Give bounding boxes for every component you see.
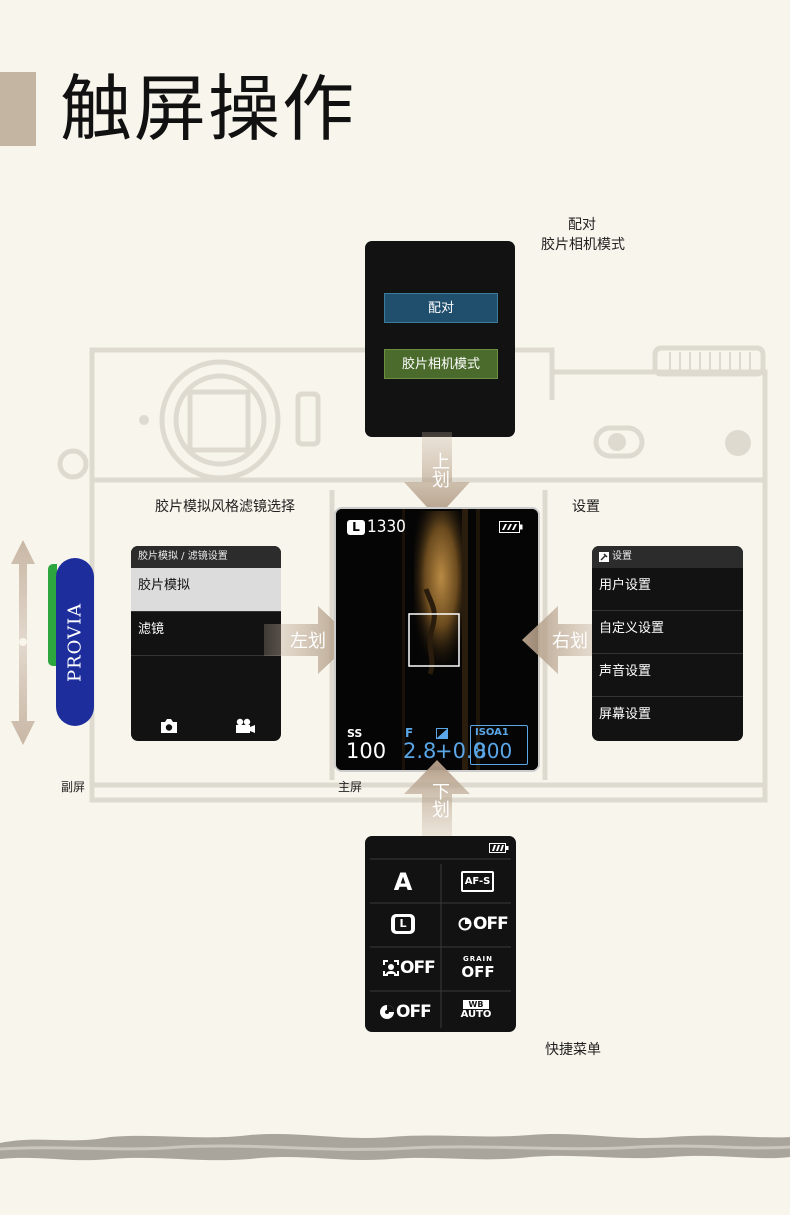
- film-sim-accent: [48, 564, 57, 666]
- label-pair: 配对: [568, 217, 596, 233]
- shutter-speed-value: 100: [346, 739, 387, 763]
- quick-quality-l[interactable]: L: [391, 914, 415, 934]
- swipe-down-label: 下划: [429, 782, 450, 818]
- vertical-swipe-arrow: [11, 540, 35, 745]
- iso-value: 800: [474, 739, 513, 763]
- quick-mode-a[interactable]: A: [393, 868, 413, 896]
- settings-panel: 设置 用户设置 自定义设置 声音设置 屏幕设置: [592, 546, 743, 741]
- color-chrome-icon: [380, 1005, 394, 1019]
- quick-wb[interactable]: WB AUTO: [459, 1000, 493, 1021]
- quick-menu-panel: A AF-S L OFF OFF GRAIN OFF OFF: [365, 836, 516, 1032]
- swipe-up-label: 上划: [429, 452, 450, 488]
- menu-item-user-settings[interactable]: 用户设置: [592, 568, 743, 611]
- viewfinder-scene: [336, 509, 538, 770]
- grain-off: OFF: [461, 963, 495, 981]
- pair-button[interactable]: 配对: [384, 293, 498, 323]
- page-title: 触屏操作: [60, 67, 357, 151]
- label-main-screen: 主屏: [338, 780, 363, 794]
- swipe-right-arrow: [522, 606, 608, 674]
- title-accent-bar: [0, 72, 36, 146]
- menu-item-film-sim[interactable]: 胶片模拟: [131, 568, 281, 612]
- pairing-panel: 配对 胶片相机模式: [365, 241, 515, 437]
- swipe-right-label: 右划: [552, 631, 588, 652]
- quality-badge: L: [347, 520, 365, 535]
- battery-icon: [499, 521, 523, 533]
- swipe-up-arrow: [404, 432, 470, 518]
- menu-item-filter[interactable]: 滤镜: [131, 612, 281, 656]
- label-film-mode: 胶片相机模式: [541, 237, 625, 253]
- film-sim-badge[interactable]: [56, 558, 94, 726]
- aperture-value: 2.8: [403, 739, 437, 763]
- exposure-comp-icon: [436, 728, 448, 739]
- quick-face-detect[interactable]: OFF: [383, 957, 436, 979]
- label-quick-menu: 快捷菜单: [545, 1042, 601, 1058]
- self-timer-icon: [458, 917, 472, 931]
- swipe-left-label: 左划: [290, 631, 326, 652]
- menu-item-custom-settings[interactable]: 自定义设置: [592, 611, 743, 654]
- iso-label: ISOA1: [475, 727, 509, 738]
- quick-color[interactable]: OFF: [379, 1001, 432, 1023]
- quick-grain[interactable]: GRAIN OFF: [451, 955, 505, 980]
- main-screen[interactable]: L 1330 SS 100 F 2.8 +0.0 ISOA1 800: [334, 507, 540, 772]
- swipe-down-arrow: [404, 760, 470, 838]
- aperture-label: F: [405, 726, 414, 740]
- face-detect-off: OFF: [400, 958, 436, 978]
- quick-menu-grid: [370, 858, 511, 1028]
- grain-label: GRAIN: [462, 955, 494, 963]
- self-timer-off: OFF: [473, 914, 509, 934]
- quick-self-timer[interactable]: OFF: [458, 913, 509, 935]
- label-film-filter: 胶片模拟风格滤镜选择: [155, 499, 295, 515]
- wb-label: WB: [463, 1000, 489, 1009]
- label-sub-screen: 副屏: [61, 780, 86, 794]
- shutter-speed-label: SS: [347, 727, 363, 740]
- face-detect-icon: [383, 960, 399, 976]
- quick-focus-afs[interactable]: AF-S: [461, 871, 494, 892]
- swipe-left-arrow: [264, 606, 354, 674]
- quick-menu-battery-icon: [489, 843, 509, 853]
- film-sim-name: PROVIA: [64, 602, 86, 682]
- camera-icon[interactable]: [159, 718, 179, 734]
- menu-item-screen-settings[interactable]: 屏幕设置: [599, 707, 652, 722]
- color-off: OFF: [396, 1002, 432, 1022]
- settings-header: 设置: [612, 551, 632, 562]
- wb-auto: AUTO: [460, 1009, 492, 1020]
- wrench-icon: [599, 552, 609, 562]
- film-filter-header: 胶片模拟 / 滤镜设置: [131, 546, 281, 568]
- film-camera-mode-button[interactable]: 胶片相机模式: [384, 349, 498, 379]
- video-icon[interactable]: [234, 718, 256, 734]
- iso-box[interactable]: ISOA1 800: [470, 725, 528, 765]
- shots-remaining: 1330: [367, 517, 406, 537]
- film-filter-panel: 胶片模拟 / 滤镜设置 胶片模拟 滤镜: [131, 546, 281, 741]
- torn-paper-strip: [0, 1134, 790, 1161]
- exposure-comp-value: +0.0: [435, 739, 486, 763]
- label-settings: 设置: [572, 499, 600, 515]
- menu-item-sound-settings[interactable]: 声音设置: [592, 654, 743, 697]
